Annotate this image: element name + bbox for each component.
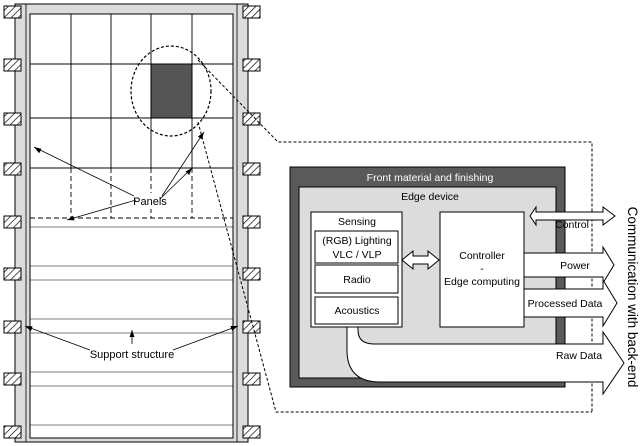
power-arrow — [523, 245, 615, 285]
sensing-label: Sensing — [338, 216, 376, 228]
panels-label: Panels — [133, 196, 167, 208]
structure-inner-area — [29, 13, 234, 439]
ceiling-structure: Panels Support structure — [3, 3, 261, 443]
lighting-box — [314, 230, 399, 264]
raw-data-label: Raw Data — [556, 350, 602, 362]
edge-device-label: Edge device — [401, 191, 459, 203]
processed-data-label: Processed Data — [528, 298, 603, 310]
controller-dash: - — [480, 263, 484, 275]
support-label-bg — [86, 346, 178, 362]
control-arrow — [529, 205, 616, 227]
radio-label: Radio — [343, 274, 371, 286]
edge-computing-label: Edge computing — [444, 276, 520, 288]
raw-data-arrow — [346, 326, 625, 396]
sensing-controller-arrow — [401, 249, 440, 271]
processed-data-arrow — [523, 278, 618, 328]
acoustics-box — [314, 296, 399, 325]
support-arrowheads — [25, 326, 238, 337]
communication-label: Communication with back-end — [625, 207, 640, 388]
vlc-vlp-label: VLC / VLP — [332, 249, 381, 261]
acoustics-label: Acoustics — [335, 305, 380, 317]
controller-label: Controller — [459, 250, 505, 262]
zoom-lines — [197, 59, 593, 413]
lower-rails — [30, 226, 233, 426]
rgb-lighting-label: (RGB) Lighting — [322, 235, 392, 247]
control-label: Control — [555, 219, 589, 231]
device-block: Front material and finishing Edge device… — [289, 166, 625, 396]
highlighted-panel — [150, 63, 193, 119]
power-label: Power — [560, 260, 590, 272]
highlight-circle — [130, 45, 212, 137]
controller-box — [439, 211, 525, 328]
support-structure-label: Support structure — [90, 349, 174, 361]
panels-pointers — [33, 131, 205, 221]
radio-box — [314, 264, 399, 294]
panels-label-bg — [128, 193, 172, 209]
front-material-label: Front material and finishing — [367, 172, 494, 184]
